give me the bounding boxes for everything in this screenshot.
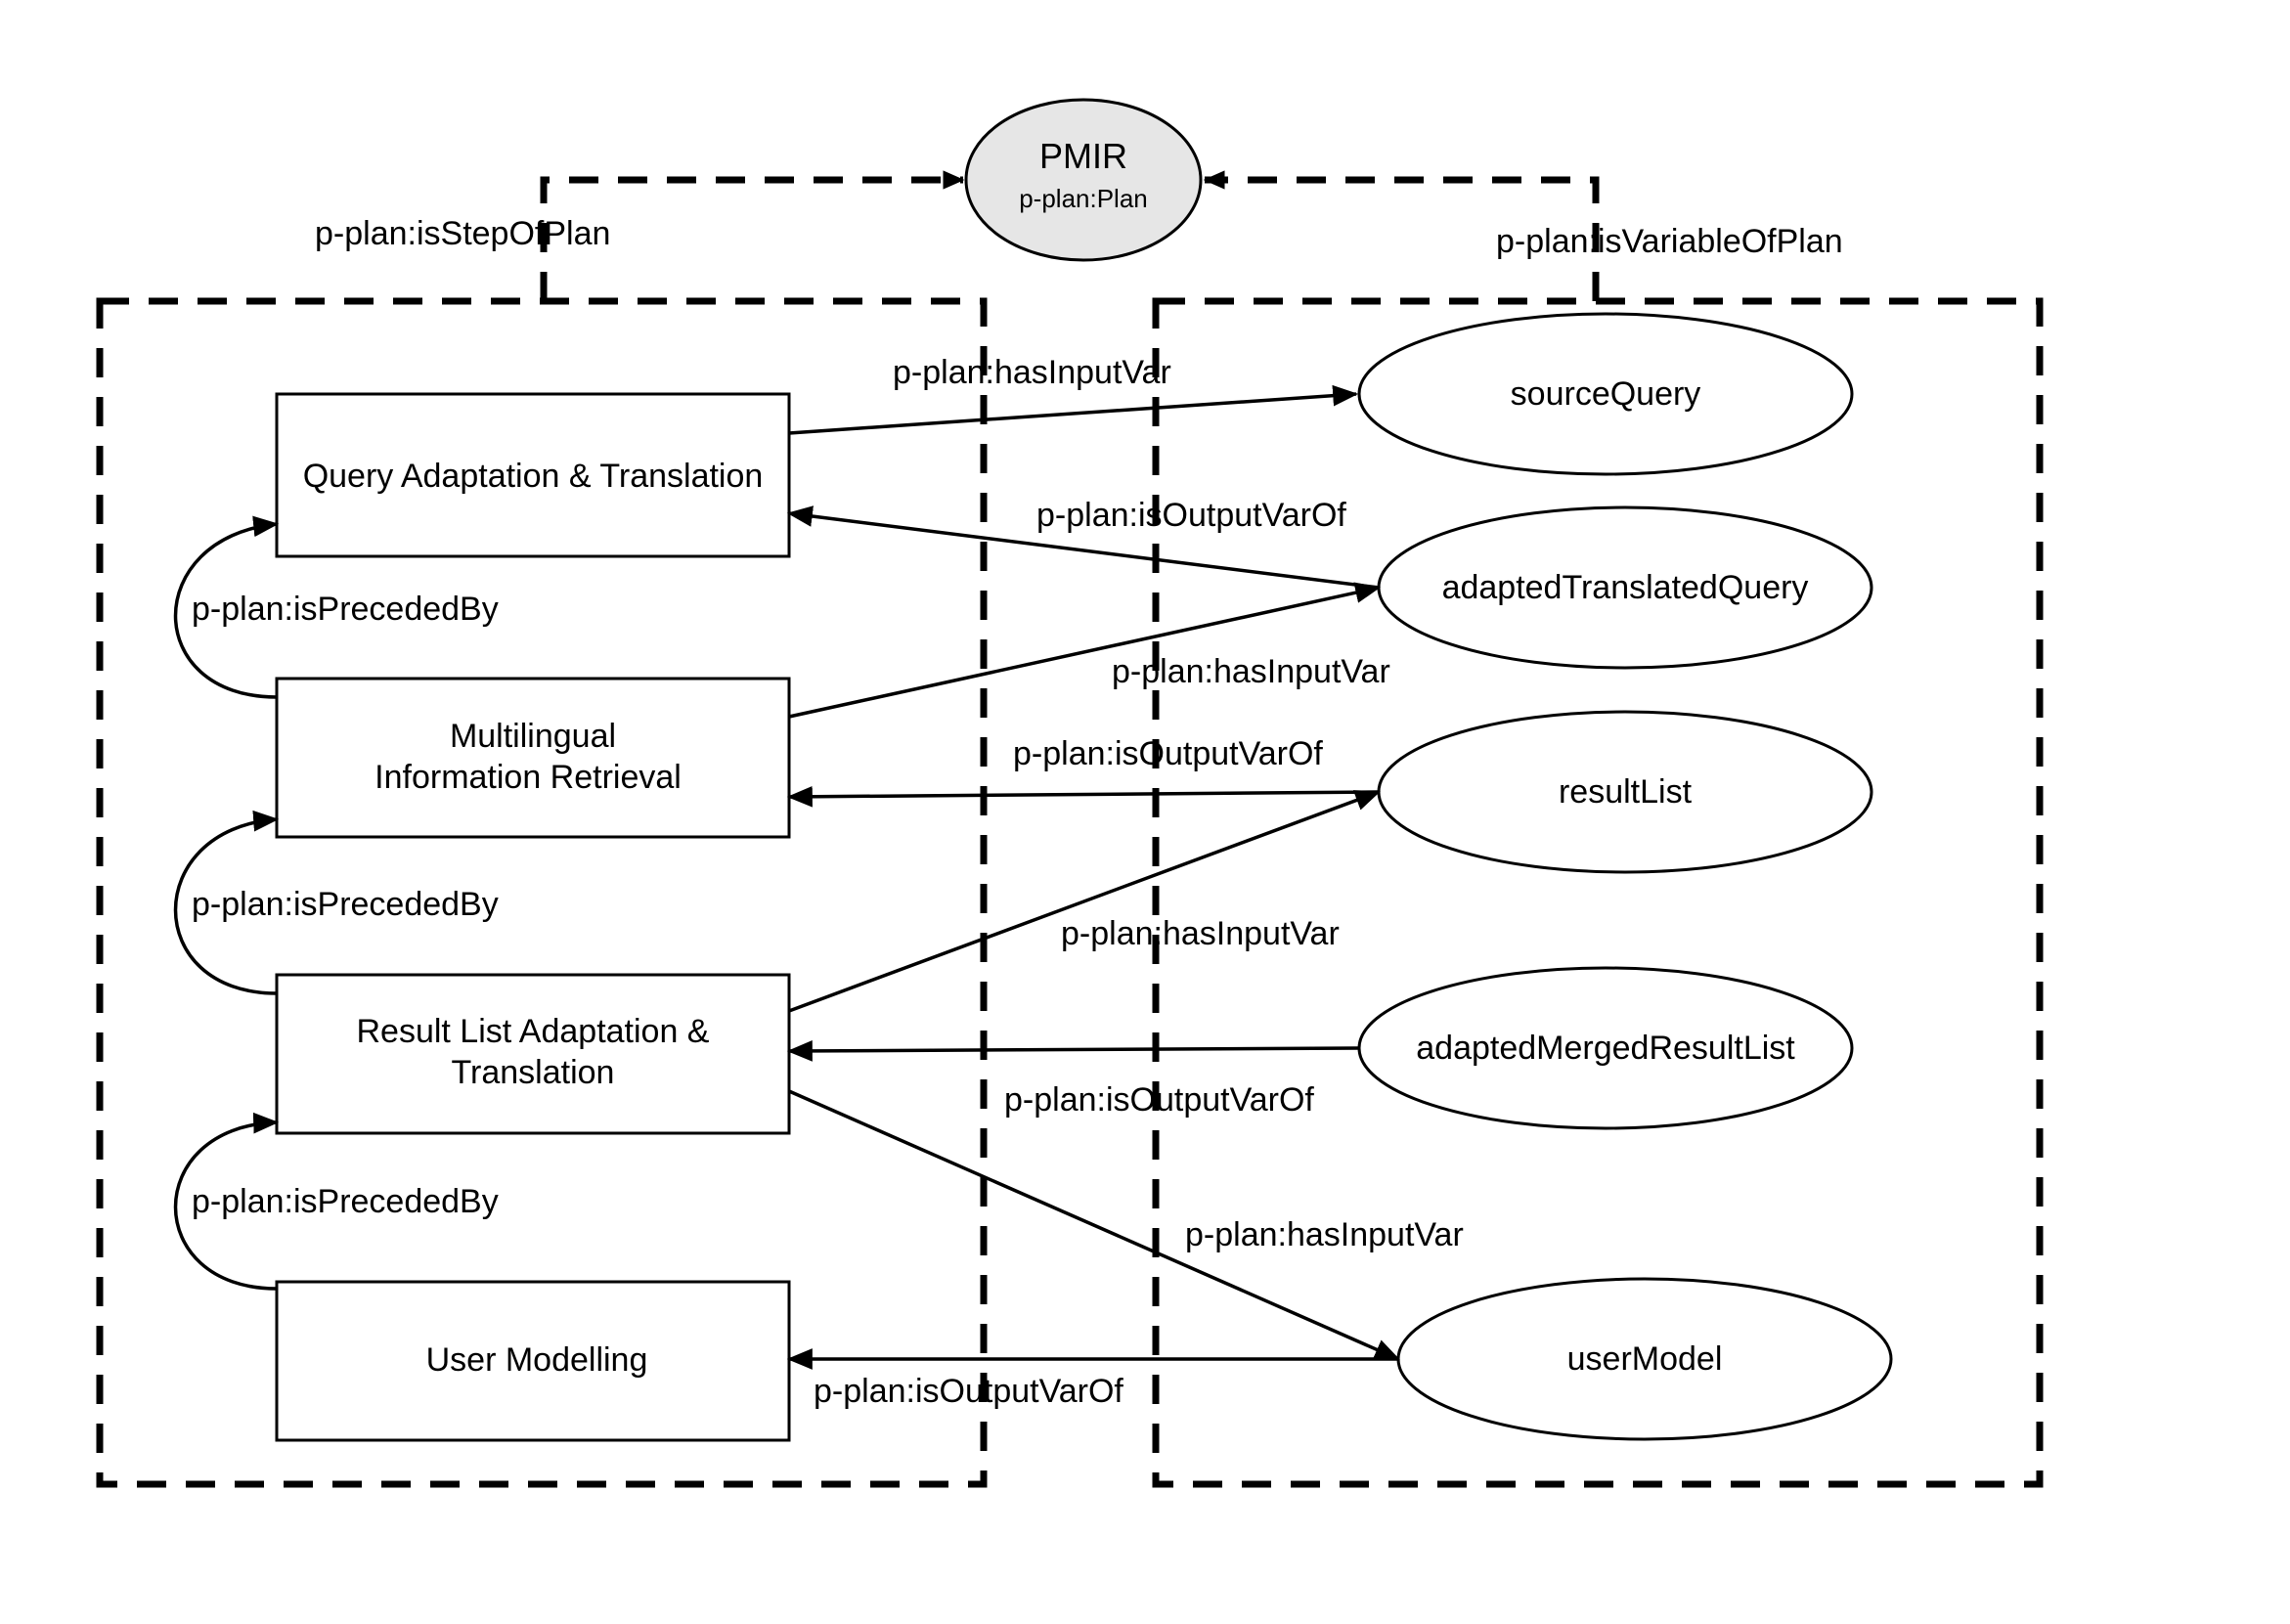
label-is-preceded-by-2: p-plan:isPrecededBy [192,886,499,923]
edge-result-list-output-mlir [786,785,1380,808]
plan-node: PMIR p-plan:Plan [964,98,1203,262]
plan-ellipse [964,98,1203,262]
edge-rla-input-result-list [788,790,1382,1013]
step-user-modelling: User Modelling [275,1280,791,1442]
var-user-model: userModel [1396,1277,1893,1441]
preceded-by-curve-1 [173,515,280,699]
edge-mlir-input-adapted-query [788,582,1382,719]
edge-adapted-query-output-qat [786,505,1380,590]
step-query-adaptation: Query Adaptation & Translation [275,392,791,558]
is-step-of-plan-label: p-plan:isStepOfPlan [315,215,610,252]
var-adapted-translated-query: adaptedTranslatedQuery [1377,505,1873,670]
is-variable-of-plan-label: p-plan:isVariableOfPlan [1496,223,1843,260]
preceded-by-curve-3 [173,1112,280,1291]
is-variable-of-plan-connector [1203,170,1600,301]
step-box [275,973,791,1135]
var-result-list: resultList [1377,710,1873,874]
var-source-query: sourceQuery [1357,312,1854,476]
step-label-line-2: Translation [452,1054,615,1091]
step-box [275,1280,791,1442]
label-has-input-var-3: p-plan:hasInputVar [1061,915,1340,952]
step-label: Query Adaptation & Translation [303,458,764,495]
step-label-line-1: Multilingual [450,718,616,755]
step-label: User Modelling [426,1341,648,1379]
step-label-line-2: Information Retrieval [374,759,682,796]
label-is-preceded-by-1: p-plan:isPrecededBy [192,591,499,628]
variable-label: userModel [1567,1340,1723,1378]
step-multilingual-information-retrieval: Multilingual Information Retrieval [275,677,791,839]
step-box [275,677,791,839]
plan-type: p-plan:Plan [1019,184,1148,213]
label-is-output-var-of-3: p-plan:isOutputVarOf [1004,1081,1314,1119]
label-is-output-var-of-1: p-plan:isOutputVarOf [1036,497,1346,534]
variable-label: adaptedTranslatedQuery [1442,569,1809,606]
label-is-preceded-by-3: p-plan:isPrecededBy [192,1183,499,1220]
variable-label: sourceQuery [1511,375,1701,413]
step-result-list-adaptation: Result List Adaptation & Translation [275,973,791,1135]
label-is-output-var-of-4: p-plan:isOutputVarOf [814,1373,1123,1410]
variable-ellipse [1357,312,1854,476]
step-box [275,392,791,558]
label-has-input-var-2: p-plan:hasInputVar [1112,653,1390,690]
label-has-input-var-1: p-plan:hasInputVar [893,354,1171,391]
edge-merged-list-output-rla [786,1040,1360,1062]
label-is-output-var-of-2: p-plan:isOutputVarOf [1013,735,1323,772]
variable-label: adaptedMergedResultList [1416,1030,1795,1067]
label-has-input-var-4: p-plan:hasInputVar [1185,1216,1464,1253]
is-step-of-plan-connector [540,170,965,301]
step-label-line-1: Result List Adaptation & [356,1013,709,1050]
preceded-by-curve-2 [173,810,280,995]
variable-label: resultList [1559,773,1693,811]
edge-qat-input-source-query [788,384,1359,435]
plan-name: PMIR [1039,136,1127,176]
var-adapted-merged-result-list: adaptedMergedResultList [1357,966,1854,1130]
edge-rla-input-user-model [788,1089,1400,1361]
